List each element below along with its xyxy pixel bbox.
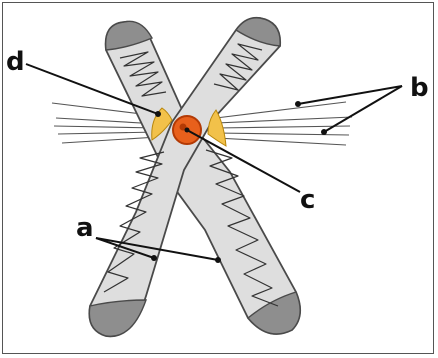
pointer-dot-c: [185, 128, 190, 133]
label-b: b: [410, 73, 429, 103]
label-a: a: [76, 213, 94, 243]
spindle-fibers-right: [216, 102, 352, 145]
pointer-dot-a-lower: [215, 257, 221, 263]
pointer-dot-b-upper: [295, 101, 301, 107]
label-c: c: [300, 185, 315, 215]
pointer-dot-d: [155, 111, 161, 117]
pointer-dot-b-lower: [321, 129, 327, 135]
telomere-bottom-left: [89, 300, 146, 336]
label-d: d: [6, 47, 25, 77]
pointer-dot-a-upper: [151, 255, 157, 261]
